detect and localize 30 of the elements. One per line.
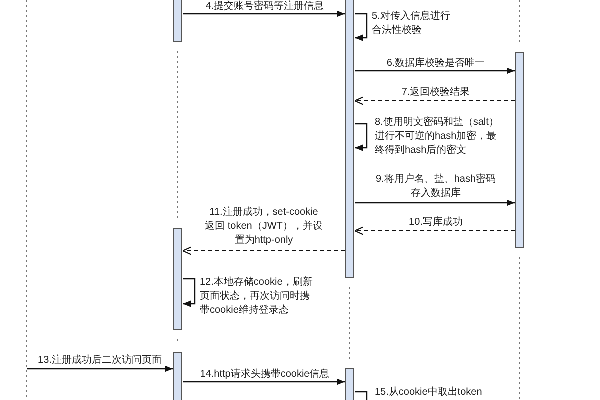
message-label: 14.http请求头携带cookie信息: [199, 368, 331, 382]
message-label: 4.提交账号密码等注册信息: [204, 0, 326, 14]
return-message-arrow: [354, 226, 516, 236]
message-label: 7.返回校验结果: [400, 86, 472, 100]
message-arrow: [355, 68, 515, 74]
activation-bar: [173, 0, 182, 42]
message-label: 13.注册成功后二次访问页面: [37, 354, 163, 368]
message-label: 9.将用户名、盐、hash密码存入数据库: [374, 173, 498, 201]
self-message-arrow: [183, 278, 196, 308]
message-arrow: [183, 10, 345, 18]
activation-bar: [345, 368, 354, 400]
message-arrow: [27, 366, 173, 372]
self-message-arrow: [355, 123, 368, 152]
return-message-arrow: [182, 246, 346, 256]
message-label: 8.使用明文密码和盐（salt）进行不可逆的hash加密，最终得到hash后的密文: [375, 116, 500, 158]
message-arrow: [355, 200, 515, 206]
activation-bar: [173, 228, 182, 330]
return-message-arrow: [354, 96, 516, 106]
self-message-arrow: [355, 391, 368, 400]
message-label: 10.写库成功: [408, 216, 464, 230]
activation-bar: [515, 52, 524, 248]
message-arrow: [183, 378, 345, 386]
self-message-arrow: [355, 13, 368, 42]
message-label: 5.对传入信息进行合法性校验: [372, 10, 452, 38]
message-label: 11.注册成功，set-cookie返回 token（JWT），并设置为http-only: [205, 206, 323, 248]
message-label: 6.数据库校验是否唯一: [386, 57, 486, 71]
message-label: 12.本地存储cookie，刷新页面状态，再次访问时携带cookie维持登录态: [200, 276, 314, 318]
message-label: 15.从cookie中取出token: [375, 386, 484, 400]
activation-bar: [345, 0, 354, 278]
activation-bar: [173, 352, 182, 400]
